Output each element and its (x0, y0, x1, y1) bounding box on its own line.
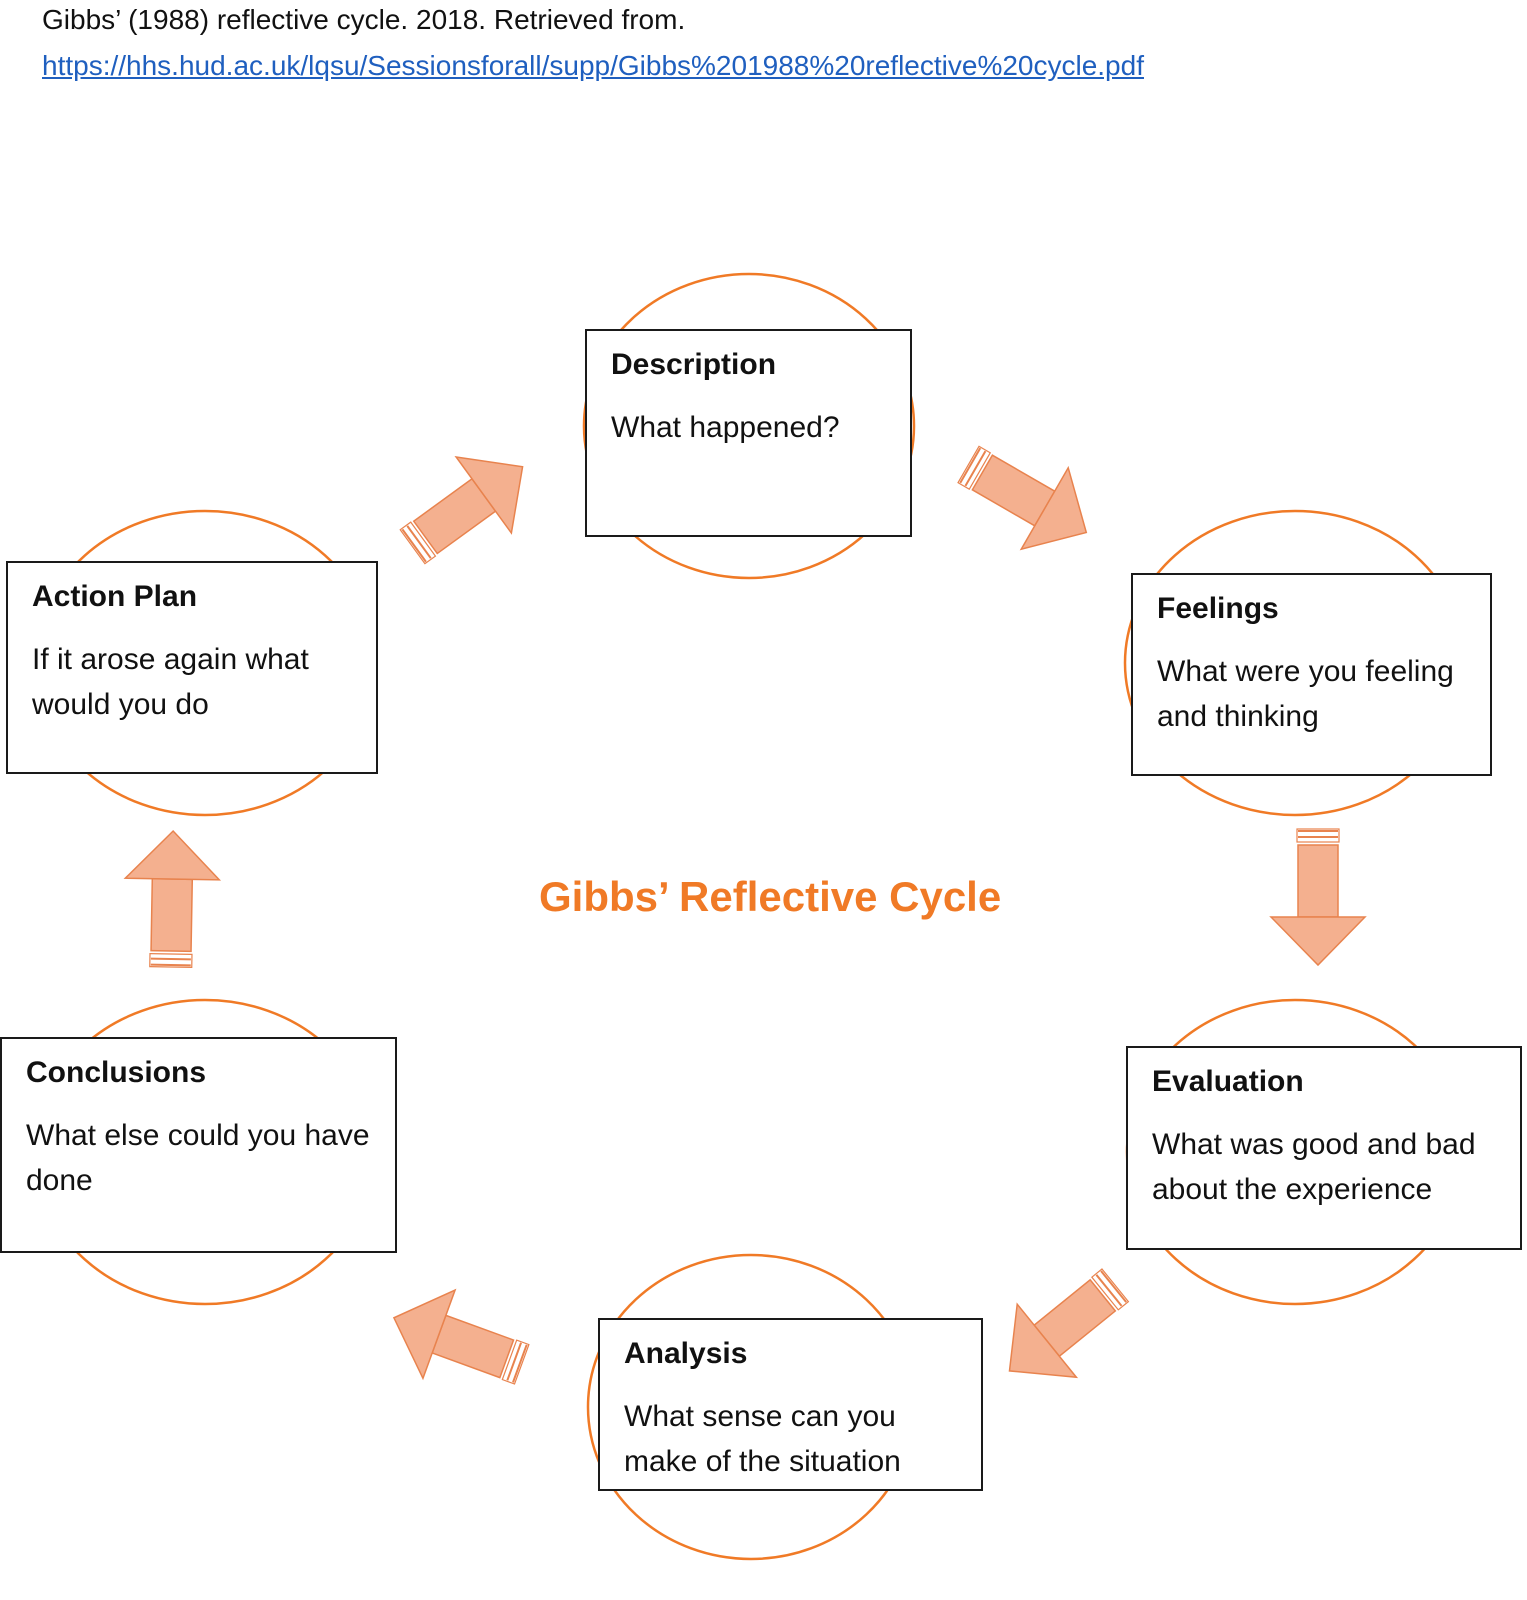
analysis-body: What sense can you make of the situation (624, 1400, 901, 1478)
action-plan-box: Action Plan If it arose again what would… (6, 561, 378, 774)
analysis-title: Analysis (624, 1337, 748, 1370)
description-body: What happened? (611, 411, 840, 444)
citation-link[interactable]: https://hhs.hud.ac.uk/lqsu/Sessionsforal… (42, 50, 1144, 81)
citation-text: Gibbs’ (1988) reflective cycle. 2018. Re… (42, 4, 686, 35)
evaluation-box: Evaluation What was good and bad about t… (1126, 1046, 1522, 1250)
description-box: Description What happened? (585, 329, 912, 537)
arrow-description-to-feelings (944, 422, 1111, 575)
description-ellipse (582, 272, 916, 580)
conclusions-title: Conclusions (26, 1056, 207, 1089)
arrow-evaluation-to-analysis (978, 1247, 1146, 1409)
description-title: Description (611, 348, 777, 381)
arrow-conclusions-to-action-plan (122, 829, 222, 969)
arrow-feelings-to-evaluation (1270, 828, 1366, 966)
action-plan-body: If it arose again what would you do (32, 643, 309, 721)
evaluation-body: What was good and bad about the experien… (1152, 1128, 1476, 1206)
conclusions-box: Conclusions What else could you have don… (0, 1037, 397, 1253)
diagram-title: Gibbs’ Reflective Cycle (539, 873, 1002, 920)
arrow-analysis-to-conclusions (376, 1272, 539, 1410)
feelings-body: What were you feeling and thinking (1157, 655, 1454, 733)
action-plan-title: Action Plan (32, 580, 198, 613)
feelings-title: Feelings (1157, 592, 1279, 625)
conclusions-body: What else could you have done (26, 1119, 370, 1197)
analysis-box: Analysis What sense can you make of the … (598, 1318, 983, 1491)
evaluation-title: Evaluation (1152, 1065, 1304, 1098)
feelings-box: Feelings What were you feeling and think… (1131, 573, 1492, 776)
arrow-action-plan-to-description (383, 427, 552, 586)
